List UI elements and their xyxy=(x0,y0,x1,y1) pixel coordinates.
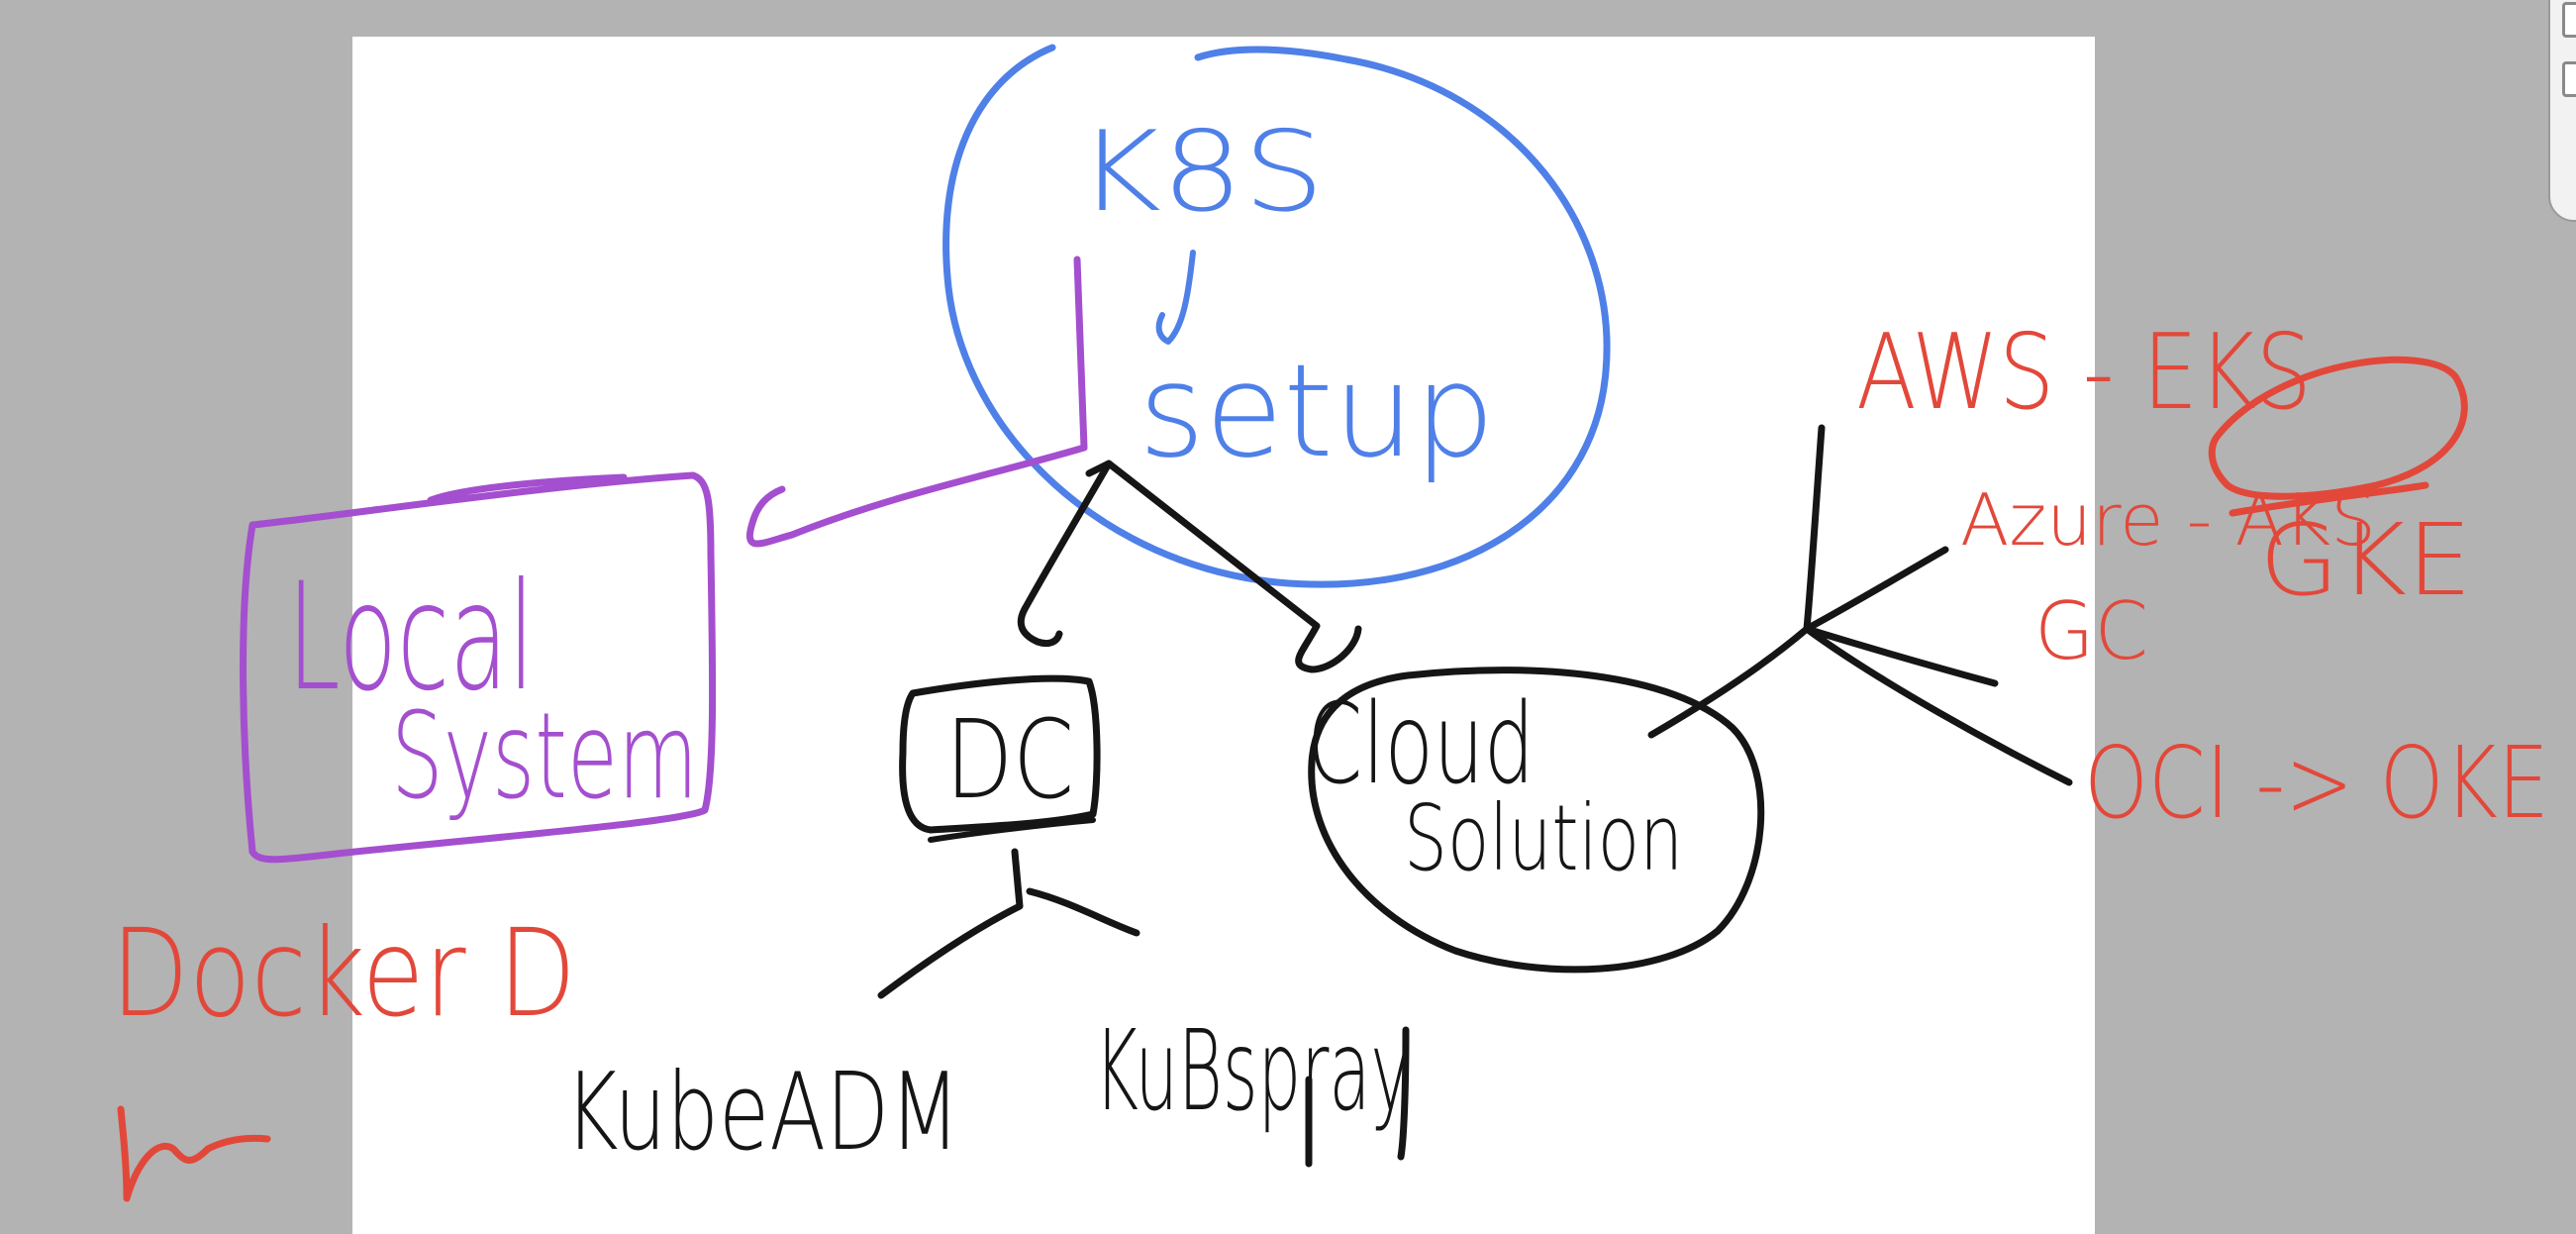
gc-label: GC xyxy=(2034,585,2148,677)
branch-setup-to-dc xyxy=(1017,460,1113,648)
dc-underline xyxy=(928,817,1096,843)
dc-box xyxy=(899,674,1101,834)
kubespray-label: KuBspray xyxy=(1094,1007,1411,1136)
cloud-providers: AWS - EKS Azure - AKS GKE GC OCI -> OKE xyxy=(1856,312,2549,841)
cloud-provider-fan xyxy=(1647,424,2073,786)
toolbar-handle-icon[interactable] xyxy=(2562,61,2576,97)
dc-label: DC xyxy=(945,696,1074,823)
kubeadm-label: KubeADM xyxy=(564,1051,960,1175)
docker-label: Docker D xyxy=(111,903,576,1044)
kubespray-tail xyxy=(1305,1026,1410,1168)
aks-circle xyxy=(2208,356,2468,517)
branch-setup-to-cloud xyxy=(1085,460,1362,673)
local-system-box xyxy=(240,471,717,864)
cloud-solution-line2: Solution xyxy=(1404,785,1683,891)
connector-setup-to-local xyxy=(745,256,1088,548)
cloud-solution-node: Cloud Solution xyxy=(1307,667,1765,974)
local-system-line2: System xyxy=(391,688,698,826)
dc-fork xyxy=(877,848,1140,999)
down-arrow-icon xyxy=(1155,250,1196,345)
oci-oke-label: OCI -> OKE xyxy=(2084,725,2549,841)
local-system-line1: Local xyxy=(287,552,535,724)
gke-label: GKE xyxy=(2259,502,2472,618)
dc-node: DC xyxy=(899,674,1101,843)
k8s-setup-node: K8S setup xyxy=(942,44,1611,588)
k8s-setup-title: K8S xyxy=(1077,108,1325,237)
cloud-solution-line1: Cloud xyxy=(1307,680,1535,809)
k8s-setup-circle xyxy=(942,44,1611,588)
cloud-solution-ellipse xyxy=(1308,667,1765,974)
docker-scribble xyxy=(117,1105,271,1202)
side-toolbar[interactable] xyxy=(2548,0,2576,222)
toolbar-handle-icon[interactable] xyxy=(2562,2,2576,38)
k8s-setup-subtitle: setup xyxy=(1139,336,1495,486)
docker-desktop-note: Docker D xyxy=(111,903,576,1202)
local-system-node: Local System xyxy=(240,471,717,864)
